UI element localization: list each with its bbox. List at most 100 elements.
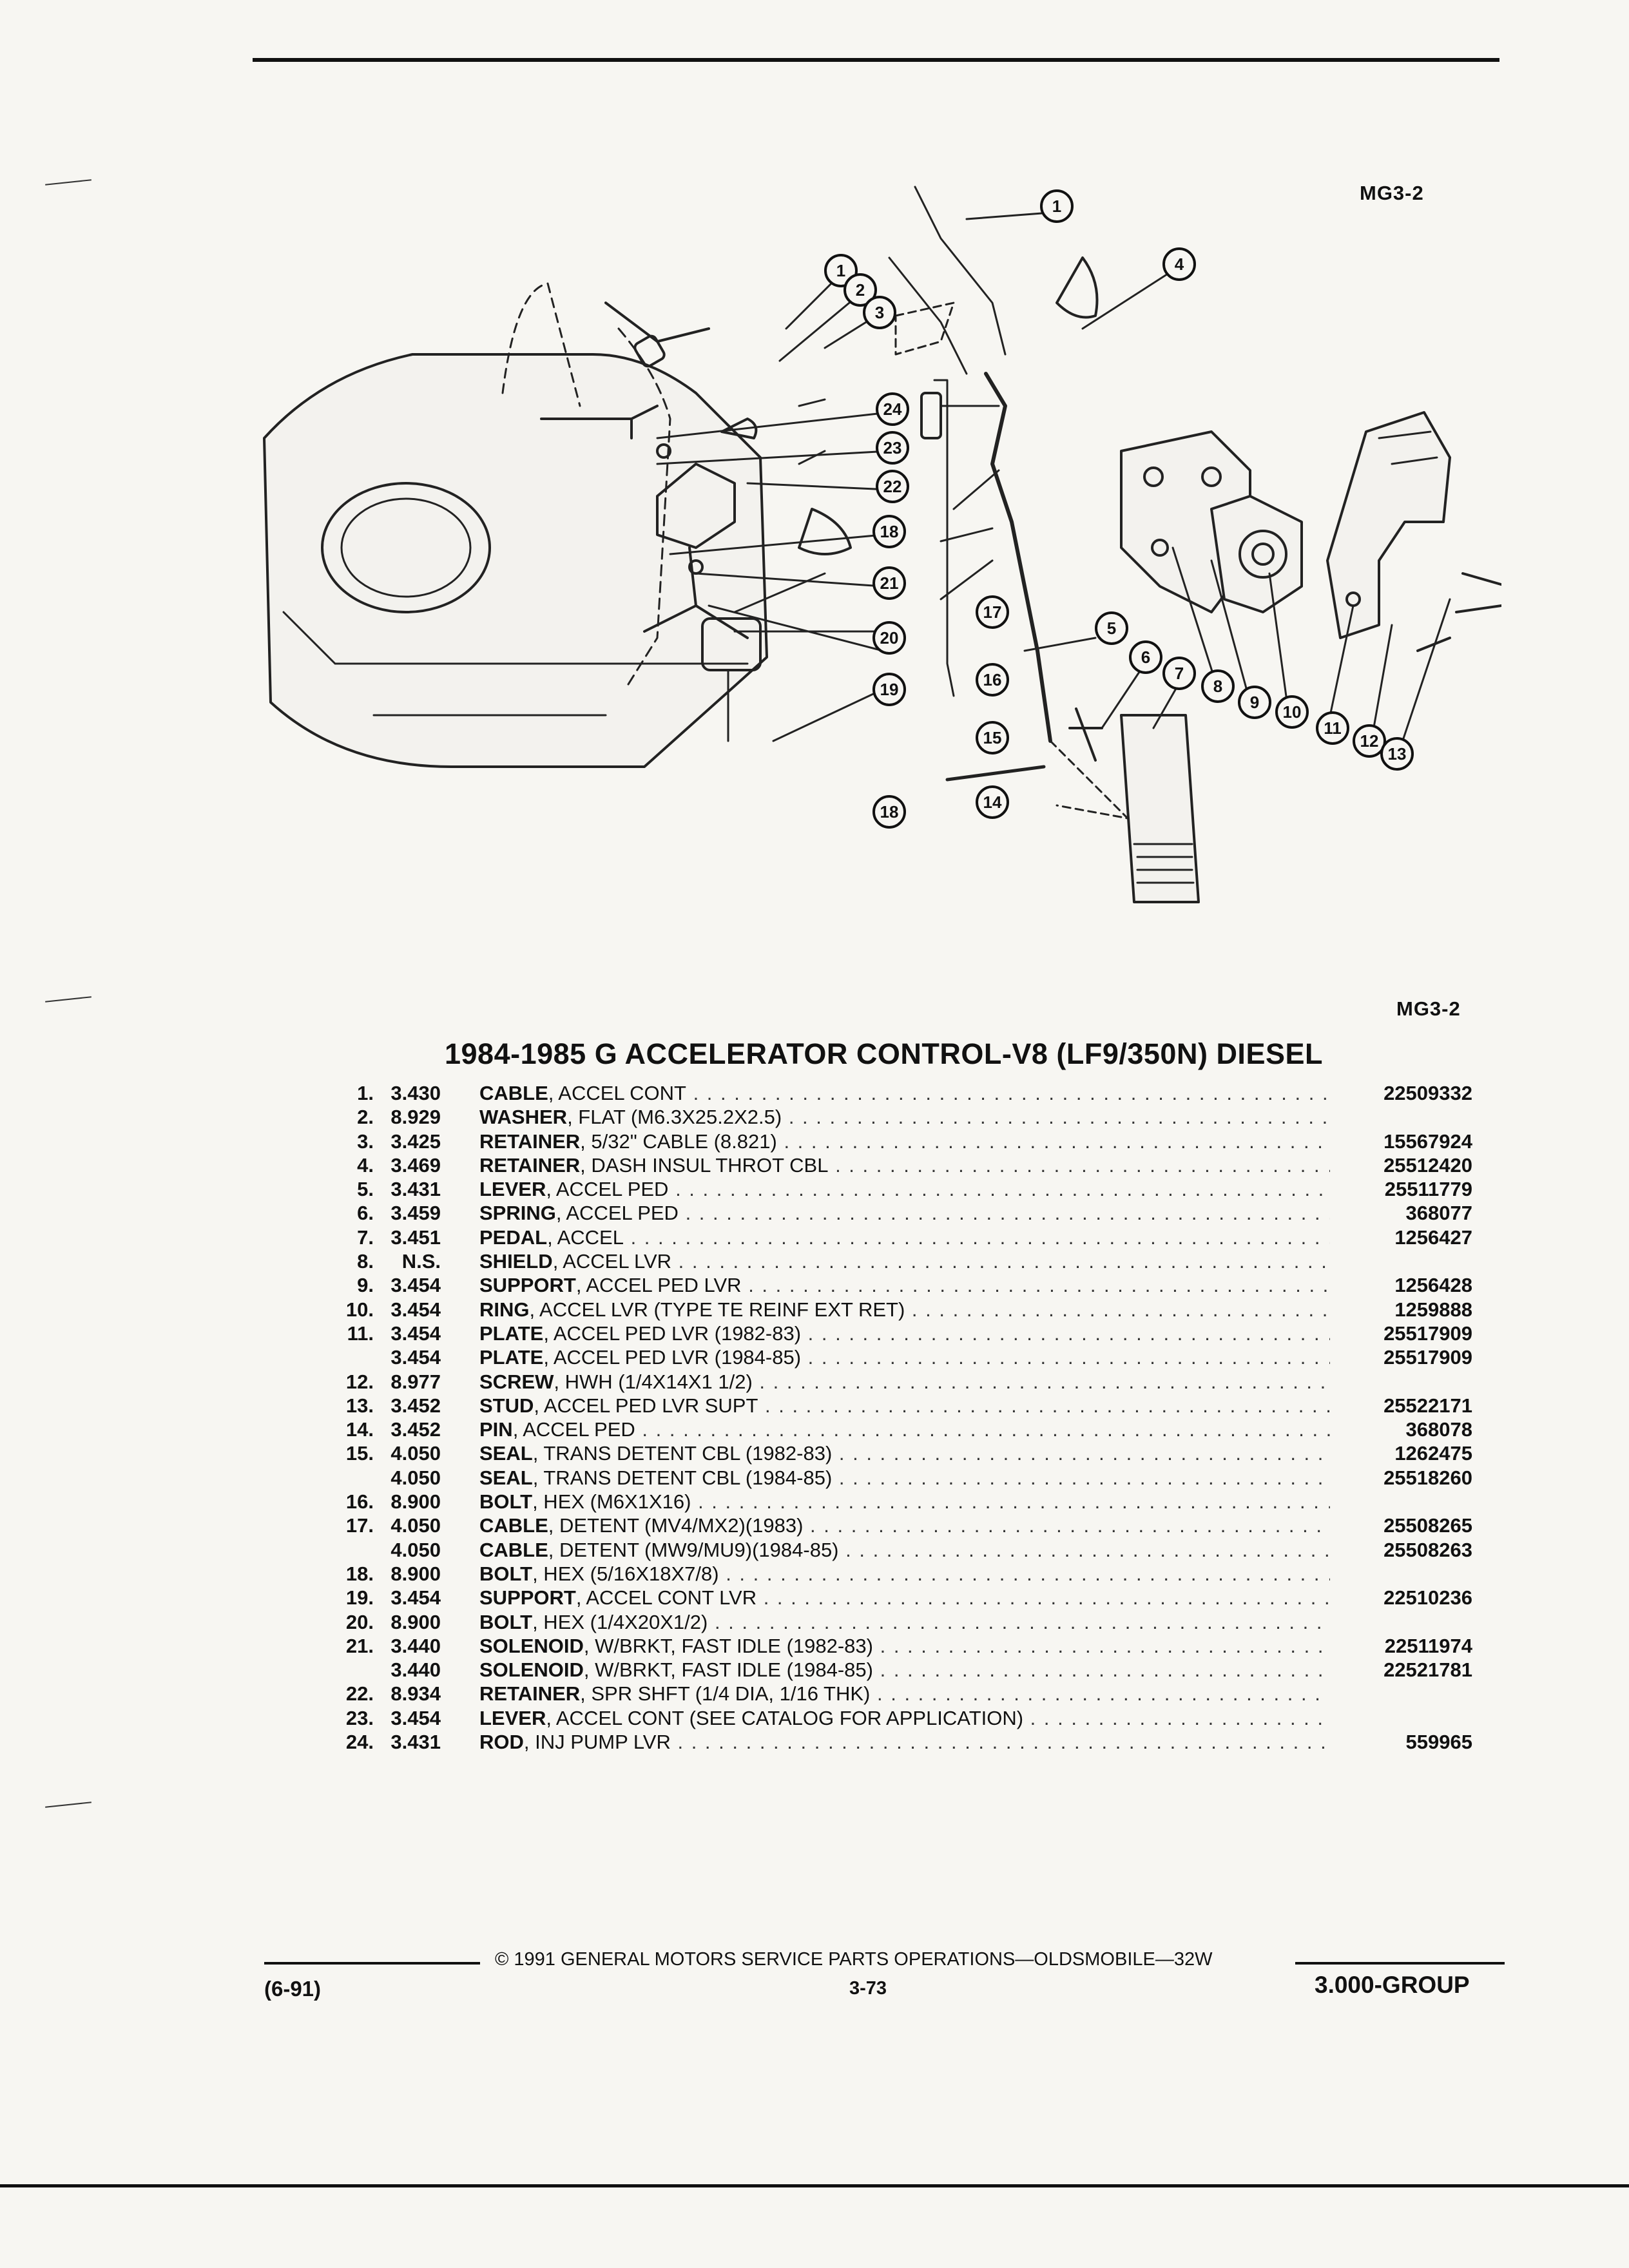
part-detail: , W/BRKT, FAST IDLE (1984-85): [583, 1658, 873, 1682]
part-name: SEAL: [479, 1442, 533, 1465]
catalog-number: 3.425: [390, 1129, 441, 1153]
part-description: SHIELD, ACCEL LVR . . . . . . . . . . . …: [479, 1249, 1330, 1273]
part-number: 368077: [1405, 1202, 1472, 1225]
svg-text:7: 7: [1175, 664, 1184, 683]
part-number: 25518260: [1383, 1466, 1472, 1489]
part-number: 25512420: [1383, 1153, 1472, 1177]
part-description: LEVER, ACCEL PED . . . . . . . . . . . .…: [479, 1177, 1330, 1201]
margin-mark: [45, 179, 92, 186]
part-number: 559965: [1405, 1731, 1472, 1754]
part-detail: , SPR SHFT (1/4 DIA, 1/16 THK): [580, 1682, 871, 1706]
ref-number: 16.: [345, 1490, 374, 1514]
ref-number: 13.: [345, 1394, 374, 1417]
part-number: 15567924: [1383, 1129, 1472, 1153]
dot-leader: . . . . . . . . . . . . . . . . . . . . …: [678, 1250, 1330, 1273]
dot-leader: . . . . . . . . . . . . . . . . . . . . …: [788, 1106, 1330, 1129]
svg-text:11: 11: [1324, 718, 1342, 738]
svg-text:10: 10: [1283, 702, 1302, 722]
catalog-number: 3.454: [390, 1274, 441, 1297]
part-description: SOLENOID, W/BRKT, FAST IDLE (1982-83) . …: [479, 1634, 1330, 1658]
part-name: PLATE: [479, 1321, 544, 1345]
part-detail: , ACCEL CONT LVR: [575, 1586, 757, 1610]
svg-text:5: 5: [1107, 619, 1116, 638]
catalog-number: 3.430: [390, 1082, 441, 1104]
part-name: PEDAL: [479, 1225, 548, 1249]
part-description: PIN, ACCEL PED . . . . . . . . . . . . .…: [479, 1418, 1330, 1441]
catalog-number: 8.900: [390, 1610, 441, 1633]
catalog-number: N.S.: [401, 1250, 441, 1273]
part-name: BOLT: [479, 1610, 533, 1633]
top-rule: [253, 58, 1499, 62]
part-description: SEAL, TRANS DETENT CBL (1984-85) . . . .…: [479, 1466, 1330, 1490]
part-name: SPRING: [479, 1202, 556, 1225]
svg-text:22: 22: [883, 477, 902, 496]
part-description: RETAINER, 5/32" CABLE (8.821) . . . . . …: [479, 1129, 1330, 1153]
dot-leader: . . . . . . . . . . . . . . . . . . . . …: [880, 1634, 1330, 1657]
margin-mark: [45, 1802, 92, 1808]
part-detail: , ACCEL CONT: [548, 1082, 686, 1104]
part-detail: , ACCEL PED: [512, 1418, 635, 1441]
part-description: PLATE, ACCEL PED LVR (1984-85) . . . . .…: [479, 1345, 1330, 1369]
svg-text:20: 20: [880, 628, 899, 648]
ref-number: 15.: [345, 1442, 374, 1465]
footer-rule-left: [264, 1962, 480, 1965]
dot-leader: . . . . . . . . . . . . . . . . . . . . …: [759, 1370, 1330, 1393]
ref-number: 8.: [357, 1250, 374, 1273]
part-description: SUPPORT, ACCEL PED LVR . . . . . . . . .…: [479, 1273, 1330, 1297]
part-number: 25508263: [1383, 1538, 1472, 1561]
part-number: 25511779: [1384, 1178, 1472, 1201]
part-description: SEAL, TRANS DETENT CBL (1982-83) . . . .…: [479, 1441, 1330, 1465]
part-name: LEVER: [479, 1178, 546, 1201]
catalog-number: 3.454: [390, 1706, 441, 1729]
part-name: SUPPORT: [479, 1586, 576, 1610]
svg-text:19: 19: [880, 680, 899, 699]
catalog-number: 8.929: [390, 1106, 441, 1129]
part-detail: , ACCEL: [547, 1225, 624, 1249]
parts-row: 13. 3.452 STUD, ACCEL PED LVR SUPT . . . .…: [322, 1394, 1472, 1418]
part-name: RETAINER: [479, 1682, 581, 1706]
svg-text:1: 1: [1052, 197, 1061, 216]
catalog-number: 3.459: [390, 1202, 441, 1225]
part-detail: , ACCEL PED: [546, 1178, 669, 1201]
svg-text:2: 2: [856, 280, 865, 300]
part-number: 25517909: [1383, 1346, 1472, 1369]
svg-text:9: 9: [1250, 693, 1259, 712]
svg-text:21: 21: [880, 573, 899, 593]
ref-number: 10.: [345, 1298, 374, 1321]
footer-copyright: © 1991 GENERAL MOTORS SERVICE PARTS OPER…: [495, 1949, 1213, 1970]
dot-leader: . . . . . . . . . . . . . . . . . . . . …: [726, 1562, 1330, 1585]
svg-text:3: 3: [875, 303, 884, 322]
callout-set-right: 1 4 17 16 15 14 5 6 7 8 9 10 11 12 13: [976, 189, 1414, 819]
svg-text:12: 12: [1360, 731, 1379, 751]
catalog-number: 3.469: [390, 1153, 441, 1177]
dot-leader: . . . . . . . . . . . . . . . . . . . . …: [835, 1153, 1330, 1177]
dot-leader: . . . . . . . . . . . . . . . . . . . . …: [698, 1490, 1330, 1514]
part-number: 1256427: [1394, 1225, 1472, 1249]
part-detail: , DASH INSUL THROT CBL: [580, 1153, 829, 1177]
catalog-number: 8.977: [390, 1370, 441, 1393]
catalog-number: 3.452: [390, 1394, 441, 1417]
part-detail: , INJ PUMP LVR: [523, 1731, 671, 1754]
part-description: STUD, ACCEL PED LVR SUPT . . . . . . . .…: [479, 1394, 1330, 1418]
ref-number: 17.: [345, 1514, 374, 1537]
part-number: 25517909: [1383, 1321, 1472, 1345]
ref-number: 4.: [357, 1153, 374, 1177]
dot-leader: . . . . . . . . . . . . . . . . . . . . …: [1030, 1706, 1330, 1729]
ref-number: 14.: [345, 1418, 374, 1441]
part-name: RETAINER: [479, 1153, 581, 1177]
part-description: SPRING, ACCEL PED . . . . . . . . . . . …: [479, 1201, 1330, 1225]
part-name: STUD: [479, 1394, 534, 1417]
part-detail: , ACCEL PED LVR (1982-83): [543, 1321, 802, 1345]
part-detail: , TRANS DETENT CBL (1984-85): [532, 1466, 833, 1489]
dot-leader: . . . . . . . . . . . . . . . . . . . . …: [911, 1298, 1330, 1321]
